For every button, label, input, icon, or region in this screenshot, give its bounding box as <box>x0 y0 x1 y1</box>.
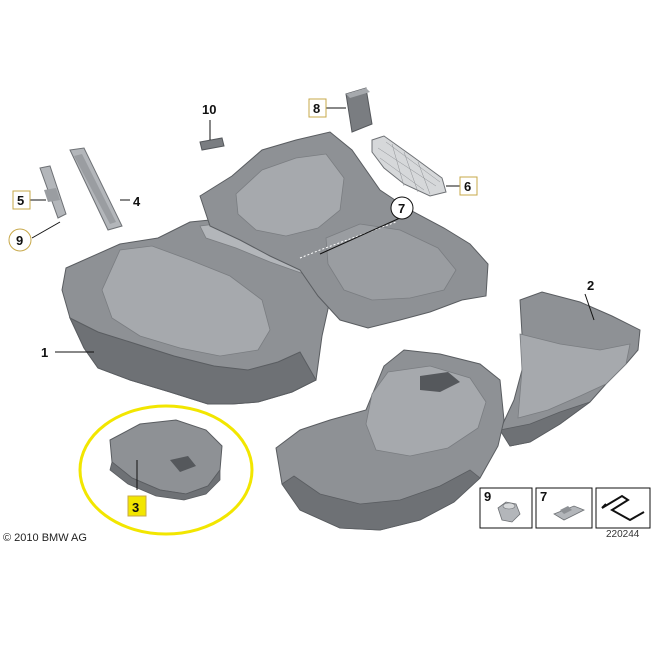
callout-2[interactable]: 2 <box>584 277 599 294</box>
highlight-ring <box>78 404 254 536</box>
leader-lines <box>30 107 595 490</box>
callout-3[interactable]: 3 <box>127 495 147 517</box>
legend-box-9[interactable]: 9 <box>479 487 533 529</box>
callout-1[interactable]: 1 <box>38 343 53 360</box>
svg-text:7: 7 <box>398 201 405 216</box>
svg-text:10: 10 <box>202 102 216 117</box>
svg-text:7: 7 <box>540 489 547 504</box>
callout-8[interactable]: 8 <box>308 98 327 118</box>
svg-text:4: 4 <box>133 194 141 209</box>
svg-text:3: 3 <box>132 500 139 515</box>
legend-box-7[interactable]: 7 <box>535 487 593 529</box>
callout-5[interactable]: 5 <box>12 190 31 210</box>
callout-9[interactable]: 9 <box>8 228 32 252</box>
svg-text:9: 9 <box>484 489 491 504</box>
svg-text:8: 8 <box>313 101 320 116</box>
legend-box-arrow[interactable] <box>595 487 651 529</box>
svg-text:1: 1 <box>41 345 48 360</box>
callout-4[interactable]: 4 <box>133 194 141 209</box>
clip-icon <box>553 505 585 521</box>
svg-text:2: 2 <box>587 278 594 293</box>
part-4-trim-strip[interactable] <box>69 147 123 231</box>
part-6-mesh-net[interactable] <box>371 135 447 197</box>
rear-center-floor <box>275 349 505 531</box>
drawing-number: 220244 <box>606 529 640 540</box>
rear-floor-section <box>199 131 489 329</box>
part-2-rear-trunk-carpet[interactable] <box>499 291 641 447</box>
svg-text:5: 5 <box>17 193 24 208</box>
part-8-block[interactable] <box>345 87 373 133</box>
callout-7[interactable]: 7 <box>390 196 414 220</box>
copyright-notice: © 2010 BMW AG <box>3 532 87 544</box>
callout-6[interactable]: 6 <box>459 176 478 196</box>
callout-10[interactable]: 10 <box>202 102 216 117</box>
svg-text:9: 9 <box>16 233 23 248</box>
nut-icon <box>497 501 521 523</box>
part-5-small-trim[interactable] <box>39 165 67 219</box>
part-1-front-floor-carpet[interactable] <box>61 217 331 405</box>
part-3-cover-mat[interactable] <box>109 419 223 501</box>
part-10-pad[interactable] <box>199 137 225 151</box>
svg-text:6: 6 <box>464 179 471 194</box>
bracket-arrow-icon <box>601 494 645 522</box>
